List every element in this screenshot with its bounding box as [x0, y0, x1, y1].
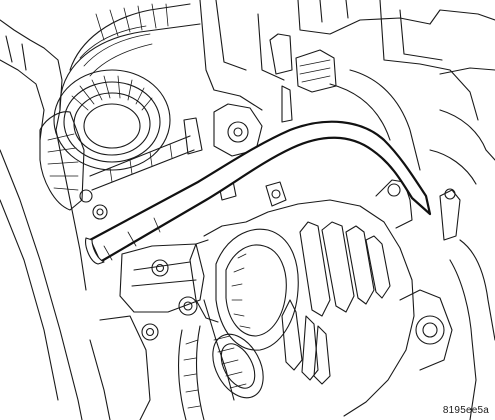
upper-engine-components [183, 0, 495, 185]
mounting-bracket [89, 175, 287, 420]
highlighted-hose [85, 120, 432, 265]
air-intake-duct [39, 3, 201, 220]
left-fender-panel [0, 19, 87, 420]
figure-id-label: 8195ee5a [442, 405, 489, 416]
alternator [177, 179, 495, 420]
